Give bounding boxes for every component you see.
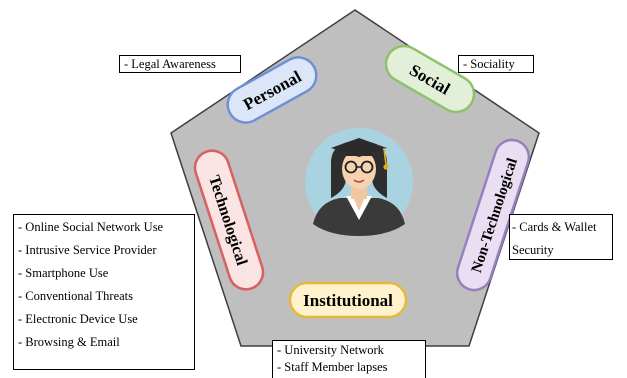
institutional-factor-item: - Staff Member lapses	[277, 360, 388, 374]
non-technological-factors-box: - Cards & Wallet Security	[509, 214, 613, 260]
non-technological-factor-item: Security	[512, 243, 554, 257]
pill-institutional: Institutional	[288, 281, 408, 319]
technological-factor-item: - Online Social Network Use	[18, 220, 164, 234]
social-factor-item: - Sociality	[463, 57, 515, 71]
technological-factor-item: - Smartphone Use	[18, 266, 109, 280]
institutional-factors-box: - University Network - Staff Member laps…	[272, 340, 426, 378]
personal-factor-item: - Legal Awareness	[124, 57, 216, 71]
social-factors-box: - Sociality	[458, 55, 534, 73]
technological-factor-item: - Electronic Device Use	[18, 312, 138, 326]
graduate-student-icon	[313, 138, 405, 236]
personal-factors-box: - Legal Awareness	[119, 55, 241, 73]
technological-factor-item: - Conventional Threats	[18, 289, 134, 303]
technological-factor-item: - Intrusive Service Provider	[18, 243, 157, 257]
technological-factors-box: - Online Social Network Use - Intrusive …	[13, 214, 195, 370]
center-avatar	[305, 128, 413, 236]
non-technological-factor-item: - Cards & Wallet	[512, 220, 597, 234]
pill-institutional-label: Institutional	[303, 291, 393, 310]
technological-factor-item: - Browsing & Email	[18, 335, 120, 349]
institutional-factor-item: - University Network	[277, 343, 384, 357]
